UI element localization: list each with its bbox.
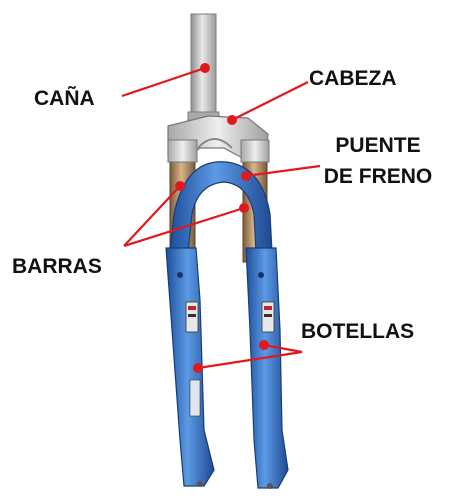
label-botellas: BOTELLAS bbox=[301, 320, 415, 343]
leader-lines bbox=[121, 66, 321, 370]
left-lower-leg bbox=[165, 247, 215, 487]
label-cana: CAÑA bbox=[34, 87, 95, 110]
marker-dots bbox=[175, 63, 269, 373]
right-lower-leg bbox=[245, 247, 289, 489]
brake-arch bbox=[169, 161, 273, 253]
label-barras: BARRAS bbox=[12, 255, 102, 278]
label-de-freno: DE FRENO bbox=[323, 165, 433, 188]
label-puente: PUENTE bbox=[335, 134, 421, 157]
label-cabeza: CABEZA bbox=[309, 67, 397, 90]
